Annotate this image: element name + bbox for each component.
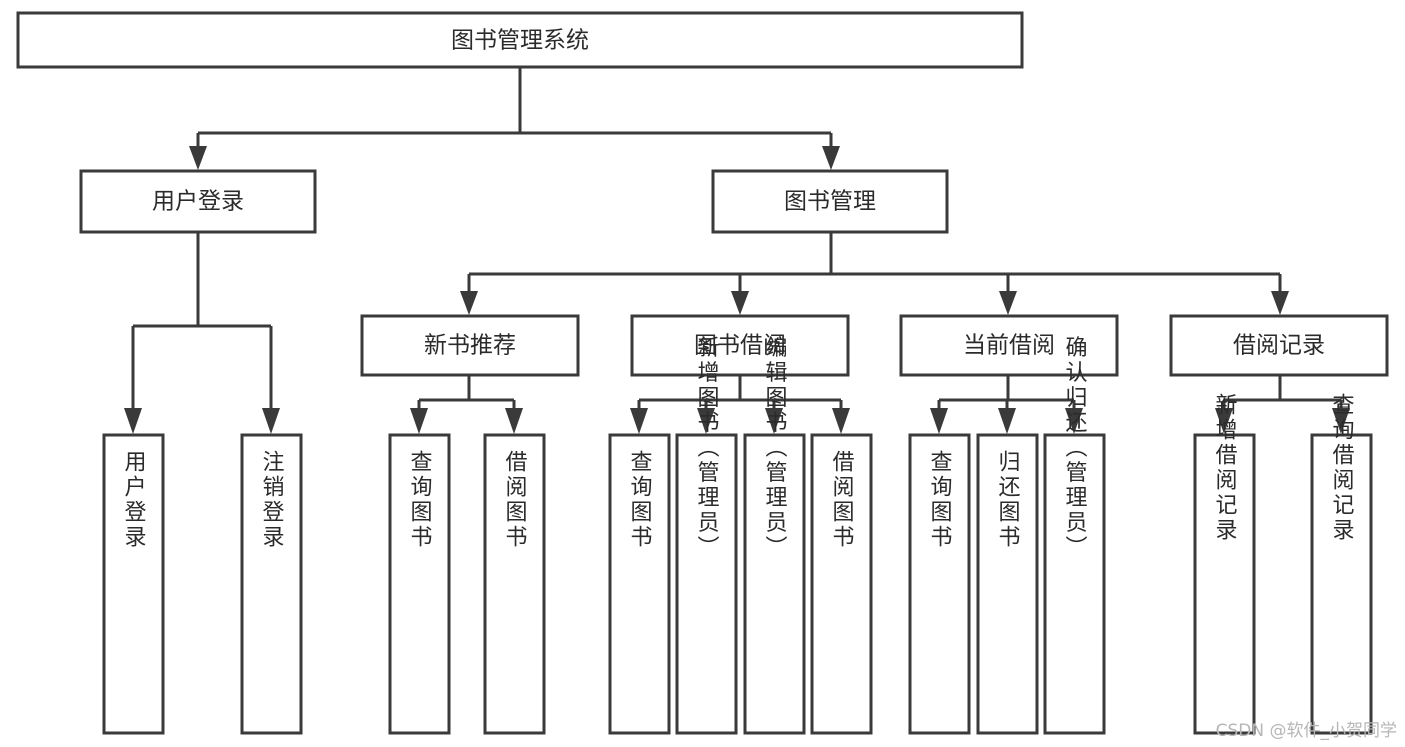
- connectors-borrow-to-leaves: [630, 375, 850, 434]
- connectors-record-to-leaves: [1215, 375, 1350, 434]
- node-root-book-management-system[interactable]: 图书管理系统: [16, 11, 1024, 69]
- node-label: 图书管理系统: [451, 28, 589, 54]
- arrow-head-icon: [1065, 408, 1083, 434]
- leaf-node-query-borrow-record[interactable]: 查询借阅记录: [1310, 393, 1373, 735]
- arrow-head-icon: [505, 408, 523, 434]
- arrow-head-icon: [930, 408, 948, 434]
- node-label: 新增图书（管理员）: [694, 336, 720, 561]
- node-current-borrow[interactable]: 当前借阅: [899, 314, 1119, 377]
- arrow-head-icon: [832, 408, 850, 434]
- arrow-head-icon: [1215, 408, 1233, 434]
- leaf-node-confirm-return-admin[interactable]: 确认归还（管理员）: [1043, 336, 1106, 735]
- leaf-node-add-book-admin[interactable]: 新增图书（管理员）: [675, 336, 738, 735]
- node-label: 注销登录: [259, 450, 285, 550]
- arrow-head-icon: [460, 291, 478, 315]
- node-label: 用户登录: [121, 450, 147, 550]
- node-borrow-record[interactable]: 借阅记录: [1169, 314, 1389, 377]
- node-label: 查询图书: [627, 450, 653, 550]
- node-label: 查询图书: [927, 450, 953, 550]
- node-label: 新书推荐: [424, 333, 516, 359]
- node-label: 查询图书: [407, 450, 433, 550]
- arrow-head-icon: [1271, 291, 1289, 315]
- arrow-head-icon: [262, 408, 280, 434]
- leaf-node-query-book-current[interactable]: 查询图书: [908, 433, 971, 735]
- arrow-head-icon: [765, 408, 783, 434]
- node-label: 借阅图书: [502, 450, 528, 550]
- leaf-node-borrow-book[interactable]: 借阅图书: [810, 433, 873, 735]
- node-label: 借阅图书: [829, 450, 855, 550]
- node-label: 编辑图书（管理员）: [762, 336, 788, 561]
- node-label: 图书管理: [784, 189, 876, 215]
- connectors-newbook-to-leaves: [410, 375, 523, 434]
- arrow-head-icon: [630, 408, 648, 434]
- node-label: 查询借阅记录: [1329, 393, 1355, 543]
- csdn-watermark: CSDN @软件_小贺同学: [1215, 721, 1397, 741]
- arrow-head-icon: [822, 146, 840, 170]
- leaf-node-query-book-borrow[interactable]: 查询图书: [608, 433, 671, 735]
- leaf-node-borrow-book-newbook[interactable]: 借阅图书: [483, 433, 546, 735]
- arrow-head-icon: [189, 146, 207, 170]
- leaf-node-query-book-newbook[interactable]: 查询图书: [388, 433, 451, 735]
- node-label: 新增借阅记录: [1212, 393, 1238, 543]
- node-label: 借阅记录: [1233, 333, 1325, 359]
- connectors-root-to-level2: [189, 67, 840, 170]
- arrow-head-icon: [124, 408, 142, 434]
- leaf-node-edit-book-admin[interactable]: 编辑图书（管理员）: [743, 336, 806, 735]
- leaf-node-return-book[interactable]: 归还图书: [976, 433, 1039, 735]
- node-label: 用户登录: [152, 189, 244, 215]
- leaf-node-logout[interactable]: 注销登录: [240, 433, 303, 735]
- arrow-head-icon: [697, 408, 715, 434]
- connectors-userlogin-to-leaves: [124, 232, 280, 434]
- arrow-head-icon: [998, 408, 1016, 434]
- arrow-head-icon: [1332, 408, 1350, 434]
- node-user-login[interactable]: 用户登录: [79, 169, 317, 234]
- leaf-node-user-login[interactable]: 用户登录: [102, 433, 165, 735]
- arrow-head-icon: [410, 408, 428, 434]
- node-label: 图书借阅: [694, 333, 786, 359]
- node-label: 归还图书: [995, 450, 1021, 550]
- connectors-bookmgmt-to-level3: [460, 232, 1289, 315]
- arrow-head-icon: [731, 291, 749, 315]
- node-book-borrow[interactable]: 图书借阅: [630, 314, 850, 377]
- node-label: 当前借阅: [963, 333, 1055, 359]
- connectors-current-to-leaves: [930, 375, 1083, 434]
- node-book-management[interactable]: 图书管理: [711, 169, 949, 234]
- leaf-node-add-borrow-record[interactable]: 新增借阅记录: [1193, 393, 1256, 735]
- node-new-book-recommend[interactable]: 新书推荐: [360, 314, 580, 377]
- node-label: 确认归还（管理员）: [1062, 336, 1088, 561]
- arrow-head-icon: [999, 291, 1017, 315]
